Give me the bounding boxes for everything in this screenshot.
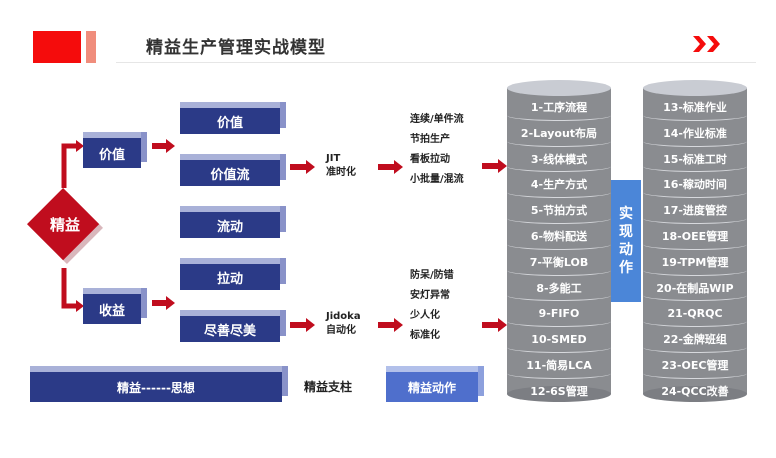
pillar-name: JIT: [326, 153, 341, 164]
arrow-right: [290, 160, 315, 174]
cylinder-separator: [507, 342, 611, 353]
method-item: 标准化: [410, 330, 440, 341]
cylinder-separator: [643, 368, 747, 379]
action-bar-char: 动: [619, 242, 633, 258]
header-accent-stripe: [86, 31, 96, 63]
cylinder-separator: [643, 187, 747, 199]
cylinder-separator: [507, 136, 611, 147]
root-label: 精益: [49, 216, 80, 234]
cylinder-separator: [507, 110, 611, 121]
legend-action-box: 精益动作: [386, 366, 484, 402]
branch-value-box: 价值: [83, 132, 147, 168]
arrow-right: [378, 160, 403, 174]
root-diamond: [27, 188, 103, 264]
principle-label: 流动: [180, 212, 280, 238]
legend-thought-label: 精益------思想: [30, 372, 282, 402]
jidoka-methods: 防呆/防错 安灯异常 少人化 标准化: [410, 266, 454, 346]
cylinder-bottom-cap: [643, 386, 747, 402]
branch-benefit-label: 收益: [83, 294, 141, 324]
method-item: 连续/单件流: [410, 114, 464, 125]
pillar-jit: JIT 准时化: [326, 152, 356, 180]
cylinder-separator: [507, 213, 611, 224]
method-item: 安灯异常: [410, 290, 450, 301]
principle-box: 拉动: [180, 258, 286, 290]
arrow-right: [152, 296, 175, 310]
cylinder-separator: [643, 213, 747, 224]
elbow-arrow-up: [61, 140, 84, 188]
principle-label: 拉动: [180, 264, 280, 290]
action-bar: 实 现 动 作: [611, 180, 641, 302]
branch-benefit-box: 收益: [83, 288, 147, 324]
cylinder-separator: [507, 187, 611, 199]
cylinder-bottom-cap: [507, 386, 611, 402]
cylinder-separator: [643, 316, 747, 328]
action-bar-char: 作: [619, 260, 633, 276]
method-item: 少人化: [410, 310, 440, 321]
principle-label: 尽善尽美: [180, 316, 280, 342]
branch-value-label: 价值: [83, 138, 141, 168]
method-item: 小批量/混流: [410, 174, 464, 185]
method-item: 节拍生产: [410, 134, 450, 145]
arrow-right: [482, 318, 507, 332]
cylinder-separator: [643, 265, 747, 276]
cylinder-separator: [643, 136, 747, 147]
principle-label: 价值流: [180, 160, 280, 186]
elbow-arrow-down: [61, 268, 84, 312]
header-accent-block: [33, 31, 81, 63]
action-item: 24-QCC改善: [661, 384, 729, 398]
header-divider: [116, 62, 756, 63]
principle-label: 价值: [180, 108, 280, 134]
legend-pillar-label: 精益支柱: [304, 380, 353, 394]
double-chevron-right-icon[interactable]: [692, 34, 724, 54]
cylinder-top-cap: [643, 80, 747, 96]
cylinder-separator: [643, 110, 747, 121]
action-bar-char: 实: [619, 206, 633, 222]
pillar-sub: 准时化: [326, 167, 356, 178]
cylinder-separator: [507, 368, 611, 379]
cylinder-separator: [643, 290, 747, 302]
cylinder-separator: [643, 342, 747, 353]
pillar-sub: 自动化: [326, 325, 356, 336]
cylinder-top-cap: [507, 80, 611, 96]
arrow-right: [482, 159, 507, 173]
method-item: 防呆/防错: [410, 270, 454, 281]
principle-box: 价值流: [180, 154, 286, 186]
pillar-jidoka: Jidoka 自动化: [326, 310, 361, 338]
principle-box: 价值: [180, 102, 286, 134]
arrow-right: [290, 318, 315, 332]
cylinder-separator: [507, 265, 611, 276]
cylinder-separator: [507, 161, 611, 173]
pillar-name: Jidoka: [326, 311, 361, 322]
arrow-right: [152, 139, 175, 153]
principle-box: 尽善尽美: [180, 310, 286, 342]
legend-thought-bar: 精益------思想: [30, 366, 288, 402]
cylinder-separator: [507, 239, 611, 250]
cylinder-separator: [643, 161, 747, 173]
method-item: 看板拉动: [410, 154, 450, 165]
action-bar-char: 现: [619, 224, 633, 240]
jit-methods: 连续/单件流 节拍生产 看板拉动 小批量/混流: [410, 110, 464, 190]
legend-action-label: 精益动作: [386, 372, 478, 402]
principle-box: 流动: [180, 206, 286, 238]
action-item: 12-6S管理: [530, 384, 588, 398]
page-title: 精益生产管理实战模型: [146, 38, 326, 58]
arrow-right: [378, 318, 403, 332]
cylinder-separator: [643, 239, 747, 250]
cylinder-separator: [507, 316, 611, 328]
cylinder-separator: [507, 290, 611, 302]
